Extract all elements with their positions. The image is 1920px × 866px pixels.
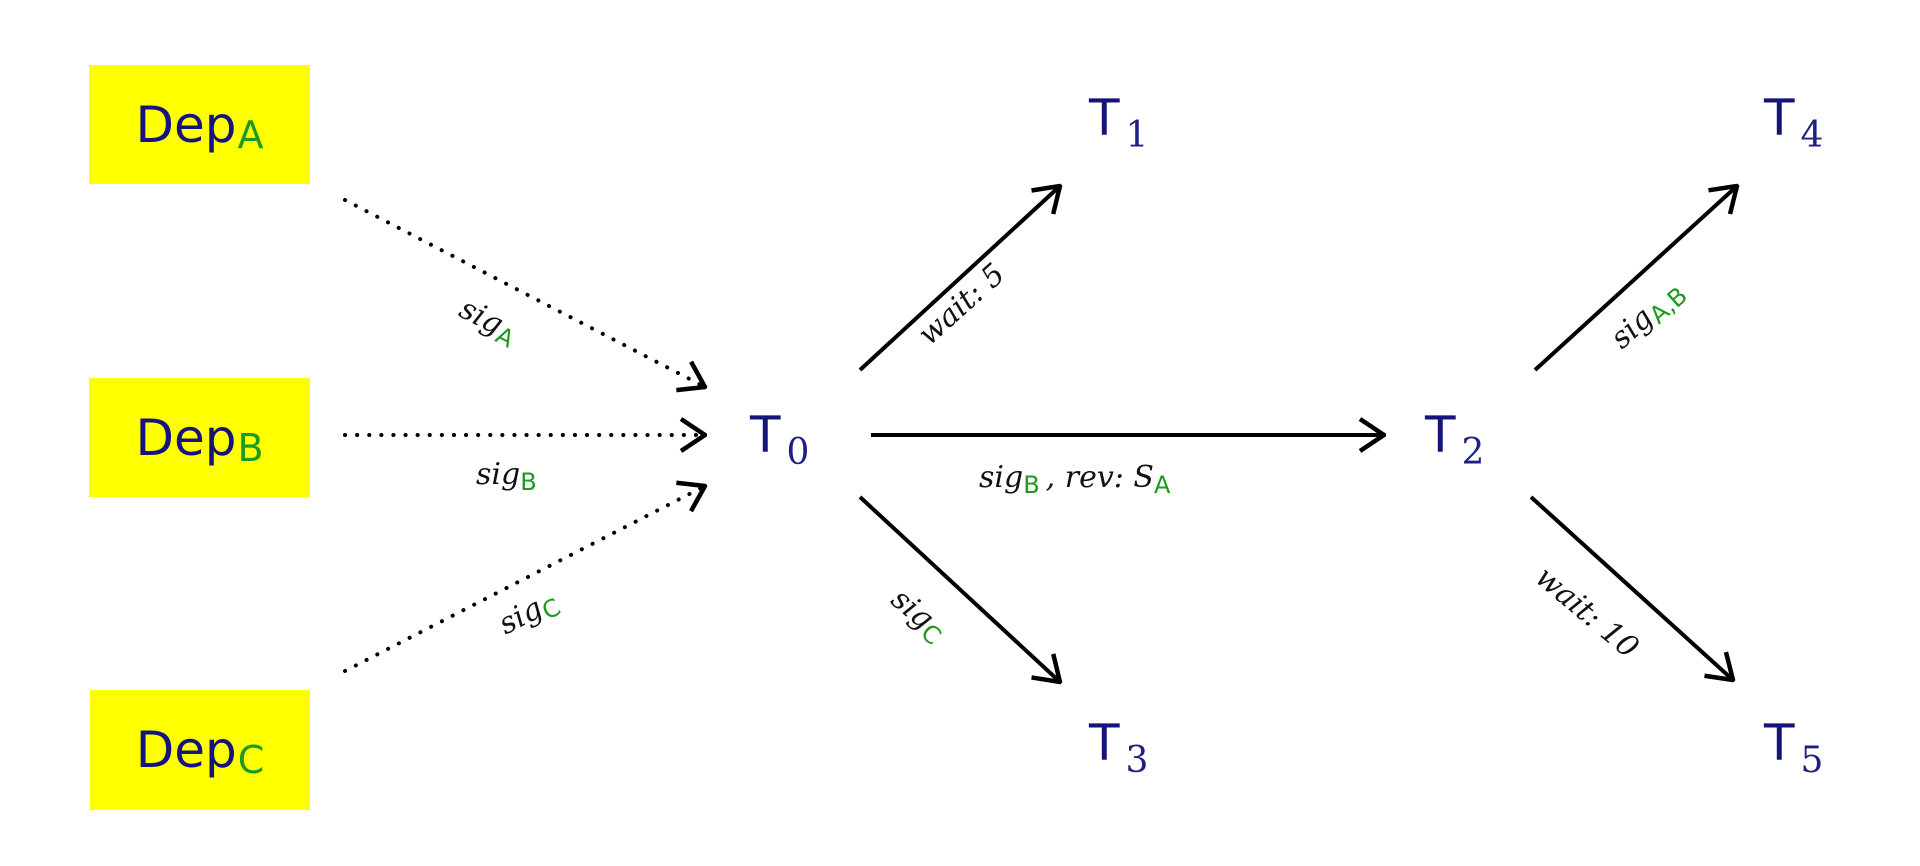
- edge-t2-t4: [1533, 186, 1737, 372]
- node-dep-a-sub: A: [237, 112, 264, 157]
- edge-label-sig-b-rev: sigB, rev: SA: [979, 460, 1170, 498]
- node-dep-c-sub: C: [237, 738, 265, 782]
- node-t2-sub: 2: [1461, 432, 1485, 473]
- node-t3-sub: 3: [1125, 740, 1149, 781]
- node-t4-base: T: [1764, 89, 1795, 147]
- edge-t0-t3: [858, 495, 1060, 682]
- edge-label-sig-b-rev-pre: sig: [979, 460, 1024, 495]
- edge-label-sig-b-rev-sub: B: [1023, 471, 1040, 499]
- node-t0-sub: 0: [786, 432, 810, 473]
- node-t0-base: T: [750, 406, 781, 464]
- edge-label-sig-b-rev-mid: , rev: S: [1045, 460, 1154, 495]
- edge-t2-t5: [1529, 495, 1733, 680]
- edge-label-sig-b-text: sig: [476, 457, 521, 492]
- node-t5-sub: 5: [1800, 740, 1824, 781]
- node-t1-base: T: [1089, 89, 1120, 147]
- edge-label-sig-b-sub: B: [520, 468, 537, 496]
- edge-depc-t0: [343, 486, 705, 673]
- node-t4-sub: 4: [1800, 115, 1824, 156]
- node-t5-base: T: [1764, 714, 1795, 772]
- node-dep-c-base: Dep: [135, 721, 237, 779]
- node-t3-base: T: [1089, 714, 1120, 772]
- edge-label-sig-b-rev-sub2: A: [1153, 471, 1171, 499]
- edge-t0-t1: [858, 186, 1060, 372]
- node-dep-b-base: Dep: [135, 408, 237, 467]
- node-t2-base: T: [1425, 406, 1456, 464]
- edge-depa-t0: [343, 198, 705, 387]
- edge-label-sig-b: sigB: [476, 457, 537, 495]
- node-dep-a-base: Dep: [135, 95, 237, 154]
- node-dep-b-sub: B: [237, 425, 264, 470]
- node-t1-sub: 1: [1125, 115, 1149, 156]
